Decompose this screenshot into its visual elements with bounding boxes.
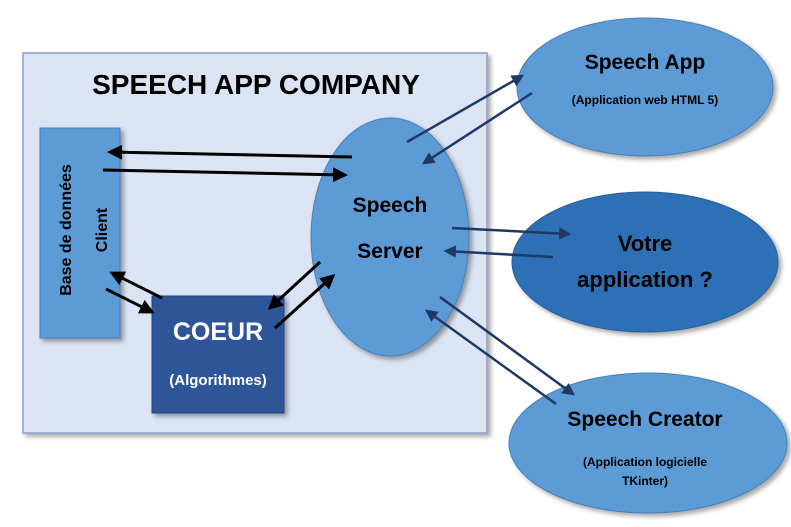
arrow-speech-app-to-server [421, 91, 533, 165]
company-title: SPEECH APP COMPANY [92, 69, 420, 100]
arrow-server-to-database [107, 144, 353, 160]
client-database-label-line1: Base de données [58, 164, 75, 296]
arrow-core-to-server [273, 273, 336, 330]
arrow-core-to-database [109, 271, 163, 300]
client-database-box [39, 127, 121, 339]
client-database-label-line2: Client [94, 207, 111, 252]
speech-app-subtitle: (Application web HTML 5) [572, 93, 718, 107]
speech-app-ellipse [516, 17, 774, 157]
arrow-speech-creator-to-server [424, 309, 557, 406]
your-app-label-line1: Votre [618, 231, 673, 256]
arrow-your-app-to-server [443, 245, 554, 259]
speech-creator-ellipse [508, 372, 788, 514]
arrow-database-to-server [102, 167, 348, 183]
speech-server-label-line1: Speech [353, 194, 428, 217]
speech-creator-title: Speech Creator [567, 408, 722, 431]
speech-creator-subtitle-line1: (Application logicielle [583, 455, 707, 469]
speech-server-ellipse [310, 117, 470, 357]
core-title: COEUR [173, 318, 263, 346]
arrow-server-to-speech-creator [439, 295, 576, 396]
arrow-database-to-core [105, 287, 155, 314]
arrow-server-to-your-app [451, 226, 572, 240]
core-box [151, 295, 285, 414]
core-subtitle: (Algorithmes) [169, 372, 267, 389]
speech-server-label-line2: Server [357, 240, 422, 263]
speech-creator-subtitle-line2: TKinter) [622, 474, 668, 488]
speech-app-title: Speech App [585, 51, 706, 74]
your-app-ellipse [511, 191, 779, 333]
arrow-server-to-speech-app [406, 74, 525, 144]
your-app-label-line2: application ? [577, 267, 713, 292]
arrow-server-to-core [267, 260, 322, 311]
